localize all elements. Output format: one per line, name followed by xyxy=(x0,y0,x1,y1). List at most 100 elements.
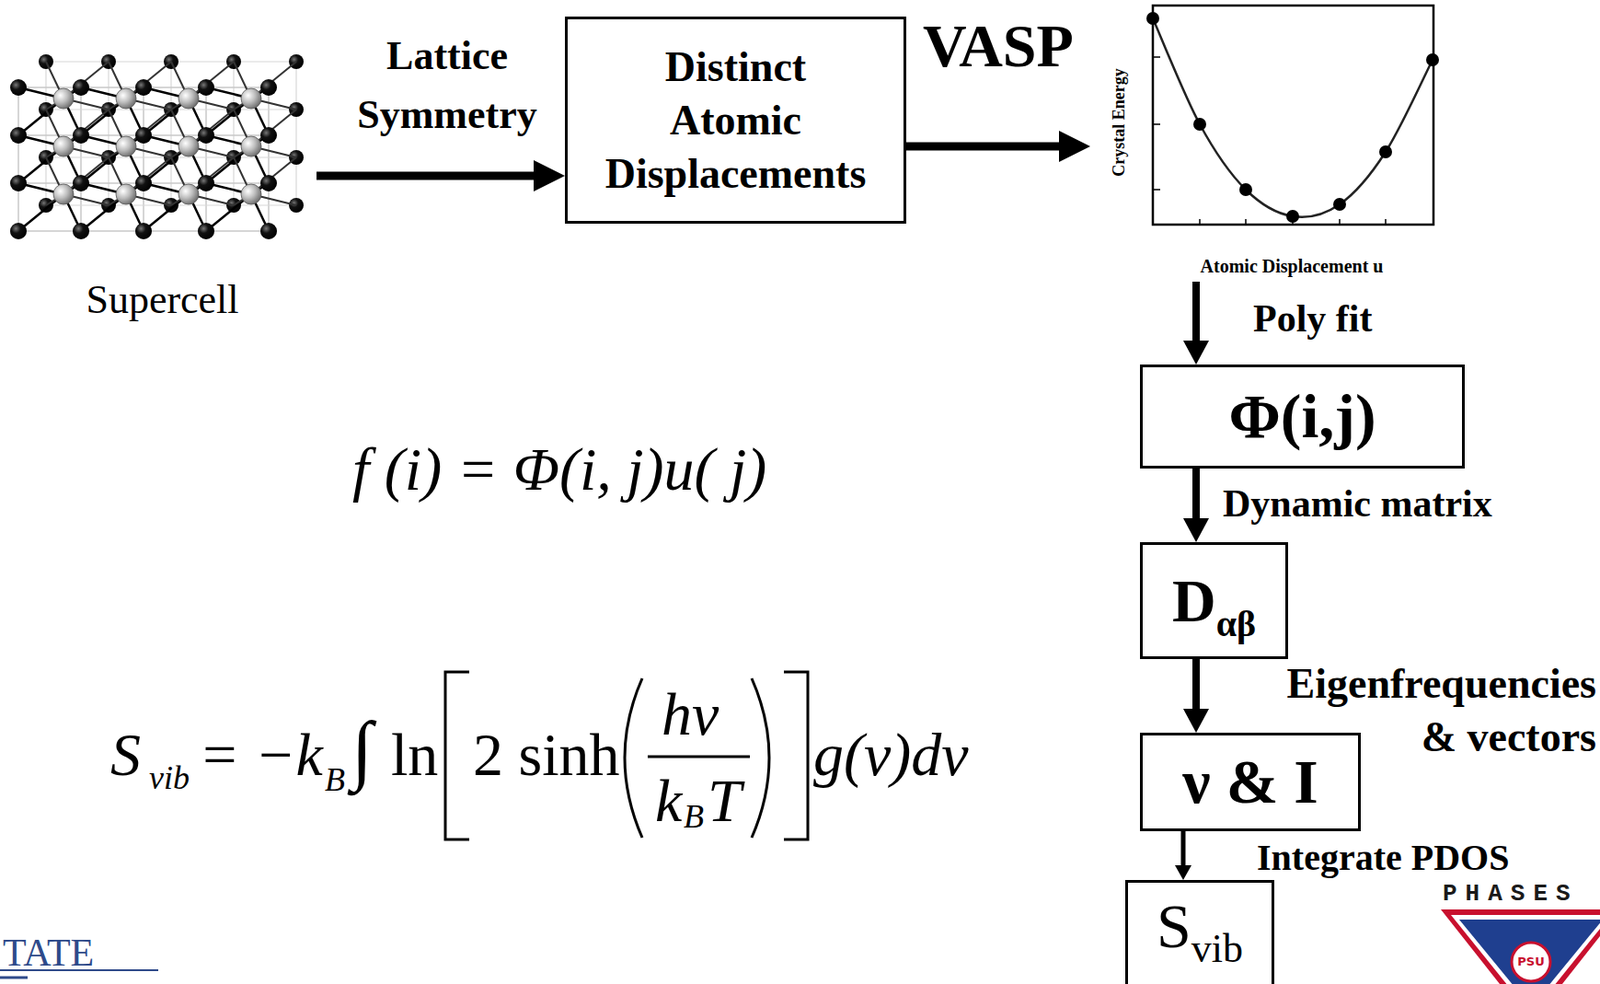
box-label: ν & I xyxy=(1182,746,1319,817)
box-label: Distinct Atomic Displacements xyxy=(605,43,867,197)
arrow-shaft xyxy=(316,172,536,181)
process-box: Φ(i,j) xyxy=(1139,364,1465,469)
atom xyxy=(135,222,152,240)
process-box: ν & I xyxy=(1139,732,1361,831)
atom xyxy=(260,79,277,96)
equation-text: B xyxy=(683,797,704,836)
axis-label: Crystal Energy xyxy=(1109,68,1129,176)
equation-text: B xyxy=(324,760,346,799)
text-group: Dαβ xyxy=(1172,570,1256,632)
process-box: Dαβ xyxy=(1139,541,1289,659)
subscript: αβ xyxy=(1216,605,1256,643)
symbol: S xyxy=(1156,894,1192,957)
equation-text: g(ν)dν xyxy=(813,719,969,790)
right-bracket xyxy=(783,671,808,840)
atom xyxy=(10,126,27,144)
equation-text: k xyxy=(655,765,682,836)
atom xyxy=(260,126,277,144)
flow-arrow xyxy=(316,160,565,192)
flow-arrow xyxy=(906,130,1091,162)
atom xyxy=(10,222,27,240)
atom xyxy=(135,174,152,192)
atom xyxy=(135,79,152,96)
text-group: Φ(i,j) xyxy=(1228,379,1376,452)
atom xyxy=(115,88,137,109)
atom xyxy=(135,126,152,144)
right-paren xyxy=(751,678,770,838)
process-box: Distinct Atomic Displacements xyxy=(564,16,907,224)
data-point xyxy=(1286,209,1300,223)
atom xyxy=(10,79,27,96)
data-point xyxy=(1426,53,1439,67)
edge-label: Poly fit xyxy=(1253,295,1372,342)
arrow-shaft xyxy=(1181,830,1186,867)
equation-text: T xyxy=(707,765,742,836)
atom xyxy=(178,136,199,157)
subscript: vib xyxy=(1191,928,1244,969)
supercell-illustration xyxy=(10,54,304,240)
left-bracket xyxy=(445,671,470,840)
equation-text: S xyxy=(110,719,141,790)
logo-blue-triangle xyxy=(1459,919,1600,984)
atom xyxy=(53,184,74,205)
atom xyxy=(241,136,262,157)
energy-curve xyxy=(1152,18,1433,218)
data-point xyxy=(1333,197,1347,211)
edge-label: Eigenfrequencies & vectors xyxy=(1255,656,1597,764)
atom xyxy=(260,222,277,240)
atom xyxy=(260,174,277,192)
logo-text: PSU xyxy=(1517,955,1544,969)
atom xyxy=(197,222,215,240)
arrow-shaft xyxy=(1192,468,1200,520)
axis-label: Atomic Displacement u xyxy=(1200,255,1384,277)
arrowhead xyxy=(1183,340,1209,365)
process-box: Svib xyxy=(1125,879,1275,984)
equation-text: f (i) = Φ(i, j)u( j) xyxy=(352,434,767,505)
phases-logo xyxy=(1440,909,1600,984)
illustration-node: Supercell xyxy=(8,25,317,323)
equation-text: hν xyxy=(661,679,719,749)
equation-text: vib xyxy=(149,759,190,797)
edge-label: Integrate PDOS xyxy=(1256,835,1509,880)
arrowhead xyxy=(1174,864,1192,880)
fraction-line xyxy=(647,755,750,759)
equation-brackets xyxy=(445,671,808,840)
equation-text: 2 sinh xyxy=(472,719,621,790)
arrow-shaft xyxy=(1192,281,1200,343)
edge-label: Lattice Symmetry xyxy=(341,26,553,145)
logo-text: TATE xyxy=(2,930,94,975)
data-points xyxy=(1146,11,1439,223)
atom xyxy=(197,174,215,192)
atom xyxy=(72,222,90,240)
atom xyxy=(197,79,215,96)
atom xyxy=(72,79,90,96)
text-group: Svib xyxy=(1156,894,1244,957)
arrow-shaft xyxy=(1192,658,1200,711)
flow-arrow xyxy=(1183,468,1209,542)
left-paren xyxy=(624,678,643,838)
logo-circle xyxy=(1511,942,1551,981)
atom xyxy=(53,136,74,157)
logo-white-triangle xyxy=(1450,914,1600,984)
lattice-line xyxy=(295,61,297,206)
box-label: Φ(i,j) xyxy=(1228,380,1376,451)
data-point xyxy=(1379,145,1393,159)
atom xyxy=(53,88,74,109)
data-point xyxy=(1193,117,1207,131)
logo-outer-triangle xyxy=(1440,909,1600,984)
energy-plot xyxy=(1146,5,1439,225)
atom xyxy=(115,184,137,205)
logo-text: PHASES xyxy=(1442,880,1579,909)
atom xyxy=(197,126,215,144)
flow-arrow xyxy=(1183,281,1209,365)
equation-text: ln xyxy=(391,719,438,790)
symbol: D xyxy=(1172,570,1217,632)
data-point xyxy=(1146,11,1160,25)
equation-text: ∫ xyxy=(351,704,373,795)
atom xyxy=(10,174,27,192)
edge-label: Dynamic matrix xyxy=(1222,480,1493,527)
arrow-shaft xyxy=(906,142,1061,151)
arrowhead xyxy=(1058,130,1091,162)
data-point xyxy=(1239,183,1253,196)
text-group: ν & I xyxy=(1182,745,1319,818)
